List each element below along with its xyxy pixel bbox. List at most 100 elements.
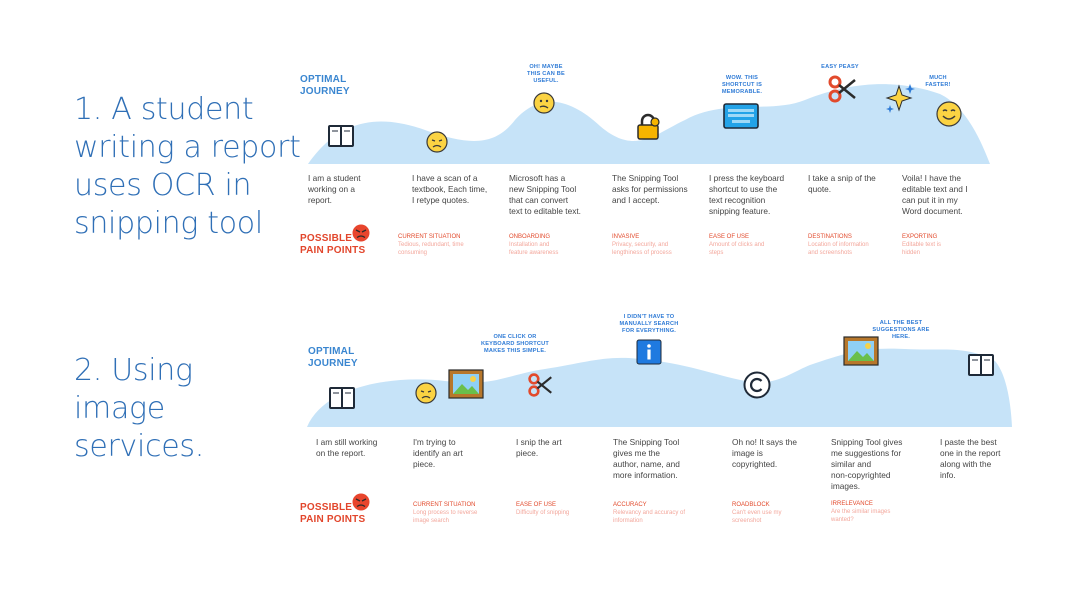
angry-face-icon <box>352 224 370 242</box>
journey-1-quote-3: EASY PEASY <box>812 64 868 71</box>
pain-point-desc: Editable text is <box>902 242 942 248</box>
step-line: report. <box>308 195 332 205</box>
journey-1-quote-1: OH! MAYBE THIS CAN BE USEFUL. <box>520 64 572 85</box>
disappointed-face-icon <box>426 131 448 153</box>
journey-2-step-7: I paste the best one in the report along… <box>940 437 1026 481</box>
journey-2-title-line: services. <box>74 429 204 464</box>
locked-with-key-icon <box>637 113 660 140</box>
step-line: author, name, and <box>613 459 680 469</box>
angry-face-icon <box>352 493 370 511</box>
pain-point-desc: Long process to reverse <box>413 510 478 516</box>
step-line: images. <box>831 481 861 491</box>
step-line: new Snipping Tool <box>509 184 577 194</box>
pain-point-title: EXPORTING <box>902 234 938 240</box>
quote-line: MAKES THIS SIMPLE. <box>483 348 547 354</box>
quote-line: SHORTCUT IS <box>721 82 763 88</box>
quote-line: HERE. <box>891 334 911 340</box>
step-line: that can convert <box>509 195 569 205</box>
step-line: I retype quotes. <box>412 195 470 205</box>
step-line: gives me the <box>613 448 661 458</box>
journey-1-step-3: Microsoft has a new Snipping Tool that c… <box>509 173 595 217</box>
step-line: I have a scan of a <box>412 173 478 183</box>
pain-point-desc: Privacy, security, and <box>612 242 669 248</box>
pain-point-desc: Can't even use my <box>732 510 782 516</box>
journey-1-title-line: snipping tool <box>74 206 263 241</box>
journey-2-step-3: I snip the art piece. <box>516 437 598 459</box>
step-line: I paste the best <box>940 437 997 447</box>
pain-point-title: ONBOARDING <box>509 234 551 240</box>
pain-label-line: PAIN POINTS <box>300 514 366 525</box>
step-line: non-copyrighted <box>831 470 891 480</box>
journey-1-step-4: The Snipping Tool asks for permissions a… <box>612 173 698 206</box>
step-line: I take a snip of the <box>808 173 876 183</box>
quote-line: KEYBOARD SHORTCUT <box>480 341 550 347</box>
journey-1-pain-point-6: EXPORTING Editable text is hidden <box>902 233 992 257</box>
journey-1-title: 1. A student writing a report uses OCR i… <box>74 91 301 243</box>
journey-1-title-line: uses OCR in <box>74 168 252 203</box>
journey-1-title-line: 1. A student <box>74 92 254 127</box>
copyright-icon <box>743 371 771 399</box>
pain-point-desc: feature awareness <box>509 250 559 256</box>
journey-2-pain-point-1: CURRENT SITUATION Long process to revers… <box>413 501 503 525</box>
journey-2-pain-point-3: ACCURACY Relevancy and accuracy of infor… <box>613 501 703 525</box>
quote-line: ONE CLICK OR <box>493 334 537 340</box>
step-line: The Snipping Tool <box>613 437 680 447</box>
pain-point-title: IRRELEVANCE <box>831 501 873 507</box>
journey-1-quote-4: MUCH FASTER! <box>918 75 958 89</box>
journey-2-pain-point-5: IRRELEVANCE Are the similar images wante… <box>831 500 921 524</box>
step-line: snipping feature. <box>709 206 771 216</box>
framed-picture-icon <box>843 336 879 366</box>
step-line: I am still working <box>316 437 378 447</box>
quote-line: MEMORABLE. <box>721 89 763 95</box>
step-line: quote. <box>808 184 832 194</box>
book-icon <box>329 387 355 409</box>
journey-1-step-7: Voila! I have the editable text and I ca… <box>902 173 988 217</box>
pain-point-desc: and screenshots <box>808 250 853 256</box>
optimal-label-line: OPTIMAL <box>308 346 355 357</box>
step-line: Voila! I have the <box>902 173 962 183</box>
scissors-icon <box>828 75 856 103</box>
book-icon <box>328 125 354 147</box>
pain-point-desc: Relevancy and accuracy of <box>613 510 686 516</box>
journey-2-pain-point-4: ROADBLOCK Can't even use my screenshot <box>732 501 822 525</box>
step-line: text to editable text. <box>509 206 581 216</box>
quote-line: WOW. THIS <box>725 75 759 81</box>
step-line: similar and <box>831 459 872 469</box>
pain-point-desc: consuming <box>398 250 428 256</box>
pain-point-desc: information <box>613 518 643 524</box>
journey-1-title-line: writing a report <box>74 130 301 165</box>
pain-point-desc: Are the similar images <box>831 509 891 515</box>
journey-2-title: 2. Using image services. <box>74 352 204 466</box>
step-line: I press the keyboard <box>709 173 785 183</box>
step-line: copyrighted. <box>732 459 778 469</box>
step-line: on the report. <box>316 448 366 458</box>
pain-point-desc: Amount of clicks and <box>709 242 765 248</box>
journey-1-emotion-wave <box>308 84 990 164</box>
pain-point-desc: Location of information <box>808 242 869 248</box>
journey-1-pain-label: POSSIBLE PAIN POINTS <box>300 233 365 257</box>
journey-1-pain-point-3: INVASIVE Privacy, security, and lengthin… <box>612 233 702 257</box>
smiling-face-icon <box>936 101 962 127</box>
step-line: Oh no! It says the <box>732 437 798 447</box>
step-line: asks for permissions <box>612 184 688 194</box>
journey-1-optimal-label: OPTIMAL JOURNEY <box>300 74 350 98</box>
pain-point-title: EASE OF USE <box>516 502 557 508</box>
step-line: info. <box>940 470 956 480</box>
pain-point-title: ROADBLOCK <box>732 502 770 508</box>
pain-point-desc: Tedious, redundant, time <box>398 242 464 248</box>
journey-1-step-2: I have a scan of a textbook, Each time, … <box>412 173 494 206</box>
journey-1-quote-2: WOW. THIS SHORTCUT IS MEMORABLE. <box>712 75 772 96</box>
journey-2-quote-2: I DIDN'T HAVE TO MANUALLY SEARCH FOR EVE… <box>612 314 686 335</box>
journey-1-pain-point-1: CURRENT SITUATION Tedious, redundant, ti… <box>398 233 488 257</box>
keyboard-icon <box>723 103 759 129</box>
journey-2-step-2: I'm trying to identify an art piece. <box>413 437 495 470</box>
pain-point-desc: hidden <box>902 250 921 256</box>
journey-2-pain-label: POSSIBLE PAIN POINTS <box>300 502 365 526</box>
step-line: identify an art <box>413 448 463 458</box>
journey-2-step-4: The Snipping Tool gives me the author, n… <box>613 437 699 481</box>
step-line: Microsoft has a <box>509 173 566 183</box>
step-line: piece. <box>516 448 539 458</box>
framed-picture-icon <box>448 369 484 399</box>
pain-point-title: ACCURACY <box>613 502 647 508</box>
journey-1-step-1: I am a student working on a report. <box>308 173 390 206</box>
